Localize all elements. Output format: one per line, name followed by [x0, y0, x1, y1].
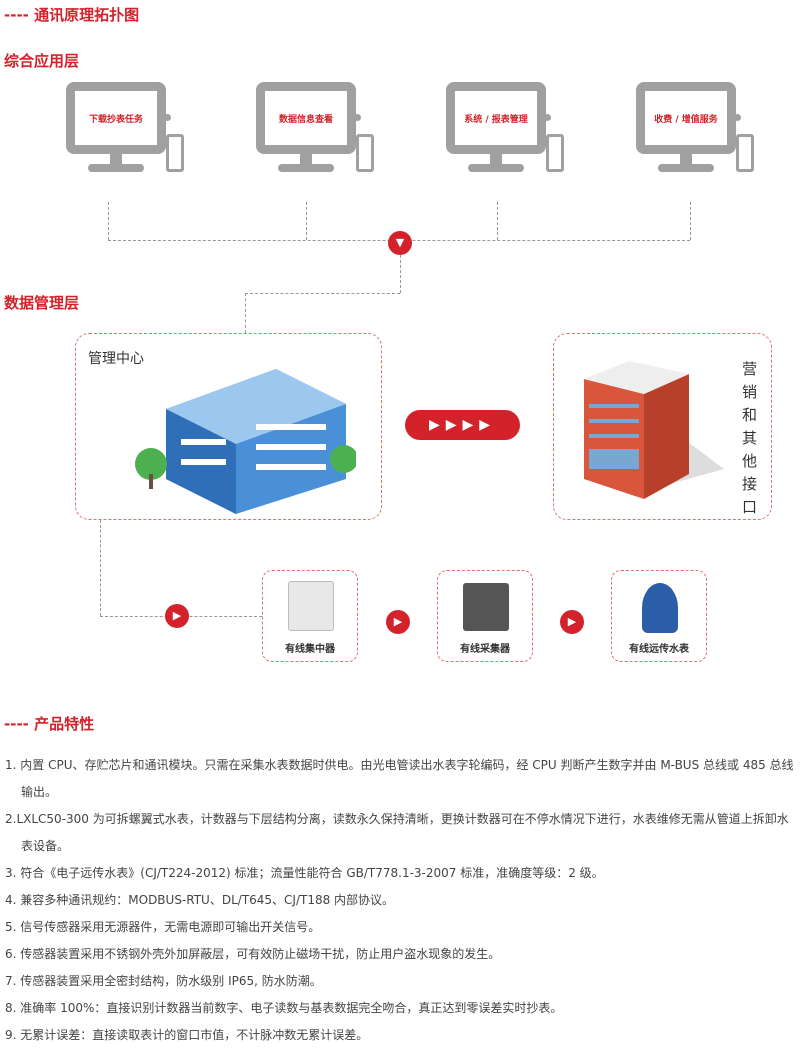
terminal-label: 数据信息查看 — [278, 115, 333, 125]
terminal-data-view: 数据信息查看 — [256, 82, 376, 174]
connector — [400, 255, 401, 293]
device-water-meter: 有线远传水表 — [611, 570, 707, 662]
device-collector: 有线采集器 — [437, 570, 533, 662]
terminal-download-task: 下载抄表任务 — [66, 82, 186, 174]
feature-item: 6. 传感器装置采用不锈钢外壳外加屏蔽层，可有效防止磁场干扰，防止用户盗水现象的… — [5, 947, 501, 961]
connector — [690, 202, 691, 240]
feature-item: 9. 无累计误差：直接读取表计的窗口市值，不计脉冲数无累计误差。 — [5, 1028, 369, 1042]
data-layer-title: 数据管理层 — [4, 294, 80, 312]
collector-icon — [463, 583, 509, 631]
phone-icon — [546, 134, 564, 172]
marketing-interface-box: 营销和其他接口 — [553, 333, 772, 520]
device-label: 有线集中器 — [285, 644, 335, 655]
tower-building-icon — [584, 361, 724, 499]
device-label: 有线采集器 — [460, 644, 510, 655]
connector — [100, 520, 101, 616]
concentrator-icon — [288, 581, 334, 631]
data-flow-arrows-icon: ▶▶▶▶ — [405, 410, 520, 440]
connector — [245, 293, 246, 333]
office-building-icon — [135, 369, 356, 514]
features-list: 1. 内置 CPU、存贮芯片和通讯模块。只需在采集水表数据时供电。由光电管读出水… — [5, 752, 797, 1049]
terminal-billing: 收费 / 增值服务 — [636, 82, 756, 174]
device-label: 有线远传水表 — [629, 644, 689, 655]
feature-item: 1. 内置 CPU、存贮芯片和通讯模块。只需在采集水表数据时供电。由光电管读出水… — [5, 758, 794, 799]
connector — [245, 293, 400, 294]
feature-item: 5. 信号传感器采用无源器件，无需电源即可输出开关信号。 — [5, 920, 321, 934]
connector — [306, 202, 307, 240]
water-meter-icon — [642, 583, 678, 633]
connector — [497, 202, 498, 240]
right-arrow-icon: ▶ — [560, 610, 584, 634]
right-arrow-icon: ▶ — [165, 604, 189, 628]
right-arrow-icon: ▶ — [386, 610, 410, 634]
terminal-label: 下载抄表任务 — [88, 115, 143, 125]
phone-icon — [356, 134, 374, 172]
down-arrow-icon: ▼ — [388, 231, 412, 255]
terminal-report-mgmt: 系统 / 报表管理 — [446, 82, 566, 174]
phone-icon — [166, 134, 184, 172]
phone-icon — [736, 134, 754, 172]
terminal-label: 收费 / 增值服务 — [654, 115, 718, 125]
device-concentrator: 有线集中器 — [262, 570, 358, 662]
feature-item: 8. 准确率 100%：直接识别计数器当前数字、电子读数与基表数据完全吻合，真正… — [5, 1001, 563, 1015]
terminal-label: 系统 / 报表管理 — [464, 115, 528, 125]
connector — [108, 202, 109, 240]
feature-item: 4. 兼容多种通讯规约：MODBUS-RTU、DL/T645、CJ/T188 内… — [5, 893, 395, 907]
feature-item: 2.LXLC50-300 为可拆螺翼式水表，计数器与下层结构分离，读数永久保持清… — [5, 812, 789, 853]
marketing-interface-label: 营销和其他接口 — [742, 360, 758, 516]
feature-item: 3. 符合《电子远传水表》(CJ/T224-2012) 标准；流量性能符合 GB… — [5, 866, 604, 880]
feature-item: 7. 传感器装置采用全密封结构，防水级别 IP65, 防水防潮。 — [5, 974, 322, 988]
management-center-box: 管理中心 — [75, 333, 382, 520]
topology-title: ---- 通讯原理拓扑图 — [4, 6, 140, 24]
app-layer-title: 综合应用层 — [4, 52, 80, 70]
features-title: ---- 产品特性 — [4, 715, 95, 733]
management-center-label: 管理中心 — [88, 351, 144, 367]
